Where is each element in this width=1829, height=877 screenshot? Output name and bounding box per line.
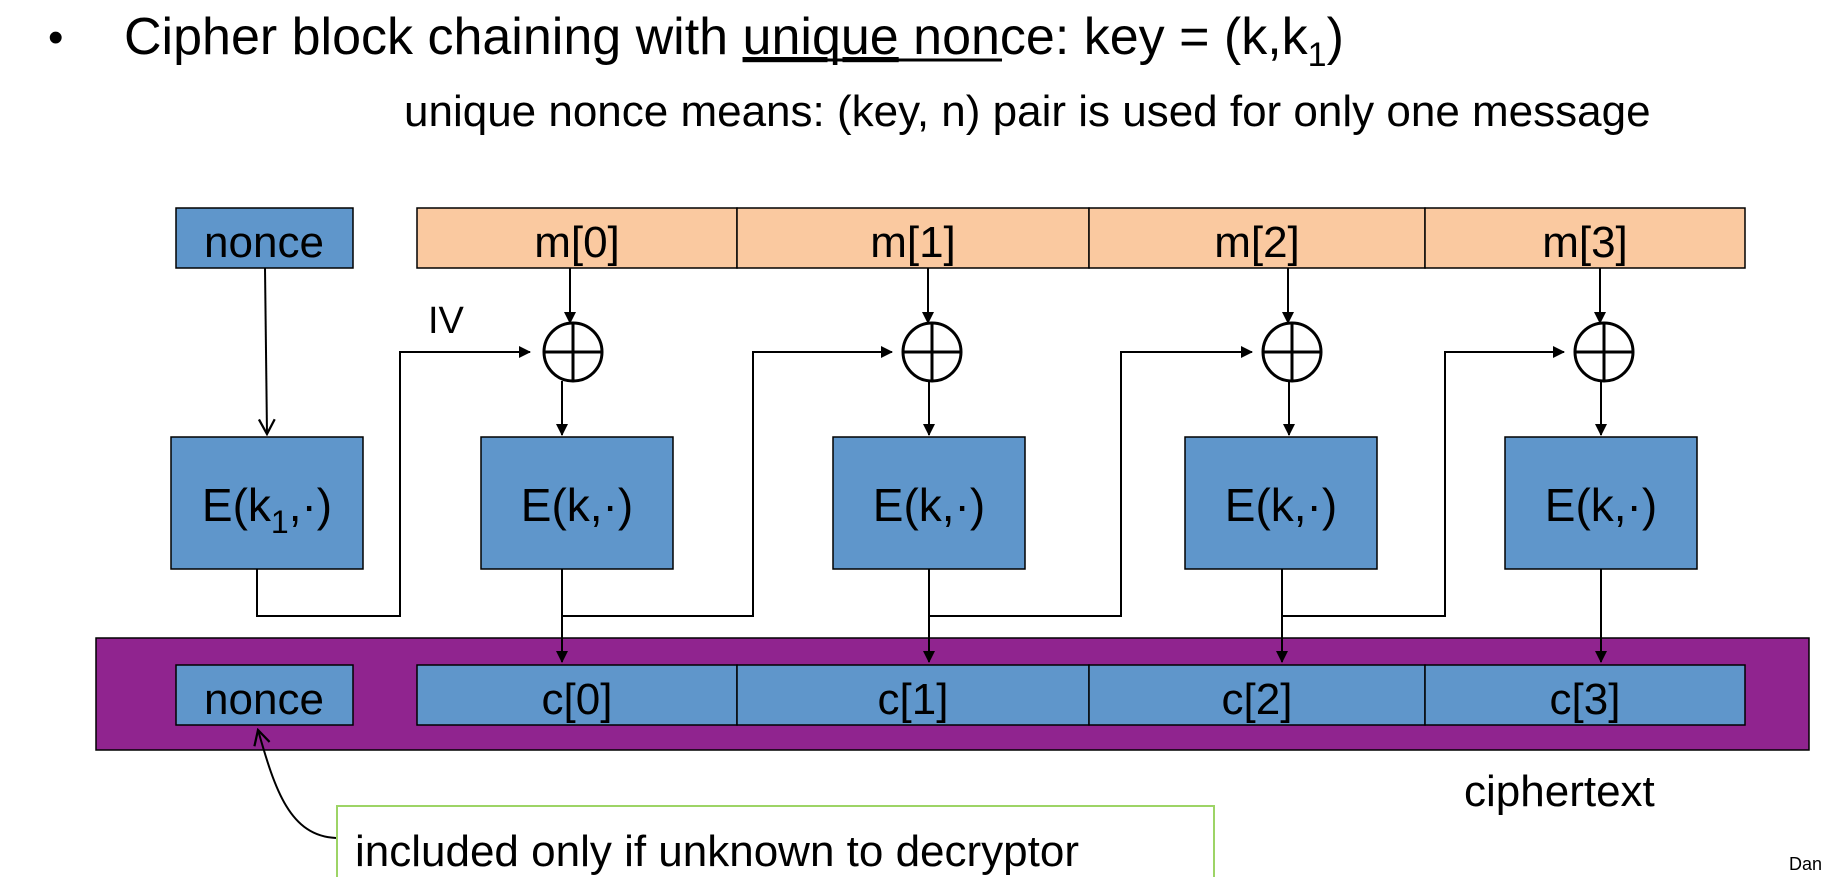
enc-block xyxy=(480,436,674,570)
enc-label: E(k,·) xyxy=(1225,479,1337,531)
callout-box xyxy=(336,805,1215,877)
slide-subtitle: unique nonce means: (key, n) pair is use… xyxy=(404,87,1651,136)
message-label: m[3] xyxy=(1542,218,1628,267)
chain-arrow xyxy=(929,346,1253,617)
enc-label: E(k,·) xyxy=(873,479,985,531)
enc-label: E(k,·) xyxy=(521,479,633,531)
nonce-output-label: nonce xyxy=(204,675,324,724)
iv-label: IV xyxy=(428,300,465,342)
bullet-glyph: • xyxy=(48,13,63,62)
ek1-block xyxy=(170,436,364,570)
title-subscript: 1 xyxy=(1308,36,1327,74)
enc-label: E(k,·) xyxy=(1545,479,1657,531)
xor-icon xyxy=(901,321,963,383)
nonce-output-box xyxy=(175,664,354,726)
slide-title: Cipher block chaining with unique nonce:… xyxy=(124,8,1344,74)
message-block xyxy=(416,207,738,269)
enc-block xyxy=(1504,436,1698,570)
ciphertext-caption: ciphertext xyxy=(1464,767,1655,816)
title-emphasis: unique xyxy=(743,8,899,66)
ciphertext-block xyxy=(1088,664,1426,726)
ek1-label: E(k1,·) xyxy=(202,479,332,540)
ciphertext-label: c[1] xyxy=(878,675,949,724)
title-prefix: Cipher block chaining with xyxy=(124,8,743,66)
enc-block xyxy=(1184,436,1378,570)
title-close: ) xyxy=(1327,8,1344,66)
ek1-pre: E(k xyxy=(202,479,272,531)
ciphertext-label: c[3] xyxy=(1550,675,1621,724)
title-suffix: nonce: key = (k,k xyxy=(899,8,1309,66)
callout-pointer-arrow xyxy=(258,730,337,839)
iv-chain-arrow xyxy=(256,346,531,617)
chain-arrow xyxy=(562,346,893,617)
ciphertext-label: c[0] xyxy=(542,675,613,724)
ciphertext-row: c[0] c[1] c[2] c[3] xyxy=(416,664,1746,726)
ek1-sub: 1 xyxy=(271,504,289,540)
ciphertext-block xyxy=(736,664,1090,726)
xor-icon xyxy=(542,321,604,383)
callout-text: included only if unknown to decryptor xyxy=(355,827,1079,876)
message-label: m[1] xyxy=(870,218,956,267)
message-block xyxy=(1424,207,1746,269)
ciphertext-block xyxy=(1424,664,1746,726)
ciphertext-label: c[2] xyxy=(1222,675,1293,724)
chain-arrow xyxy=(1282,346,1565,617)
xor-icon xyxy=(1573,321,1635,383)
xor-icon xyxy=(1261,321,1323,383)
author-label: Dan xyxy=(1789,854,1822,874)
nonce-input-label: nonce xyxy=(204,218,324,267)
message-row: m[0] m[1] m[2] m[3] xyxy=(416,207,1746,269)
ciphertext-block xyxy=(416,664,738,726)
enc-block xyxy=(832,436,1026,570)
nonce-to-ek1-arrow xyxy=(265,267,267,434)
message-label: m[2] xyxy=(1214,218,1300,267)
nonce-input-box xyxy=(175,207,354,269)
ek1-post: ,·) xyxy=(289,479,332,531)
message-label: m[0] xyxy=(534,218,620,267)
